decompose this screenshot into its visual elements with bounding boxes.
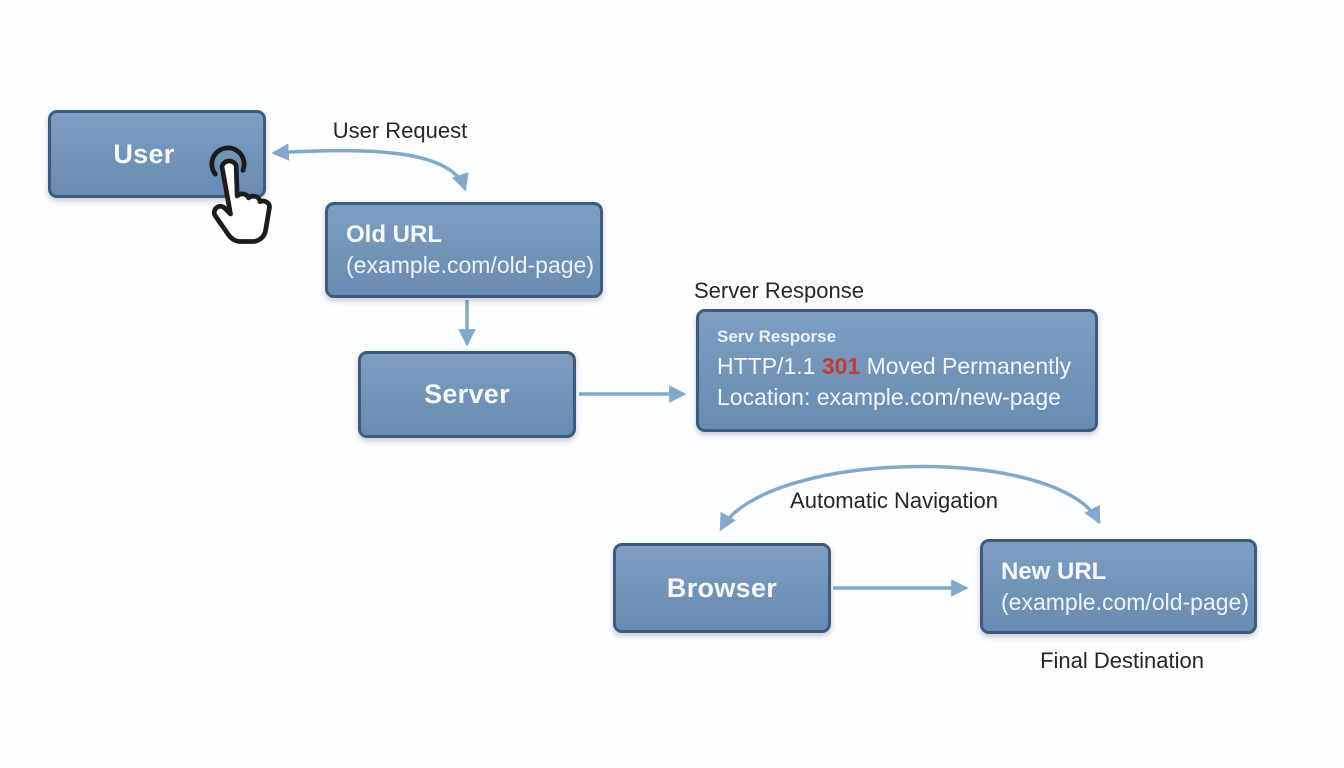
browser-node-label: Browser	[666, 572, 778, 603]
server-response-node: Serv Resporse HTTP/1.1 301 Moved Permane…	[696, 309, 1098, 432]
final-destination-label: Final Destination	[1040, 648, 1204, 673]
automatic-navigation-label: Automatic Navigation	[790, 488, 998, 513]
response-status-line: HTTP/1.1 301 Moved Permanently	[717, 351, 1077, 382]
server-response-label: Server Response	[694, 278, 864, 303]
tap-gesture-icon	[209, 145, 272, 244]
old-url-node: Old URL (example.com/old-page)	[325, 202, 603, 298]
server-node-label: Server	[424, 379, 510, 409]
user-node-label: User	[113, 138, 175, 169]
response-heading: Serv Resporse	[717, 326, 837, 346]
server-node: Server	[358, 351, 576, 438]
old-url-subtitle: (example.com/old-page)	[346, 252, 595, 278]
old-url-title: Old URL	[346, 221, 442, 248]
status-code-301: 301	[821, 352, 861, 379]
user-request-arrow	[271, 143, 469, 192]
new-url-subtitle: (example.com/old-page)	[1001, 588, 1250, 615]
user-request-label: User Request	[332, 118, 468, 143]
new-url-node: New URL (example.com/old-page)	[980, 539, 1257, 634]
response-status-text: Moved Permanently	[860, 352, 1072, 379]
response-http-version: HTTP/1.1	[717, 352, 822, 379]
browser-node: Browser	[613, 543, 831, 633]
response-location-line: Location: example.com/new-page	[717, 383, 1061, 410]
new-url-title: New URL	[1001, 557, 1107, 585]
